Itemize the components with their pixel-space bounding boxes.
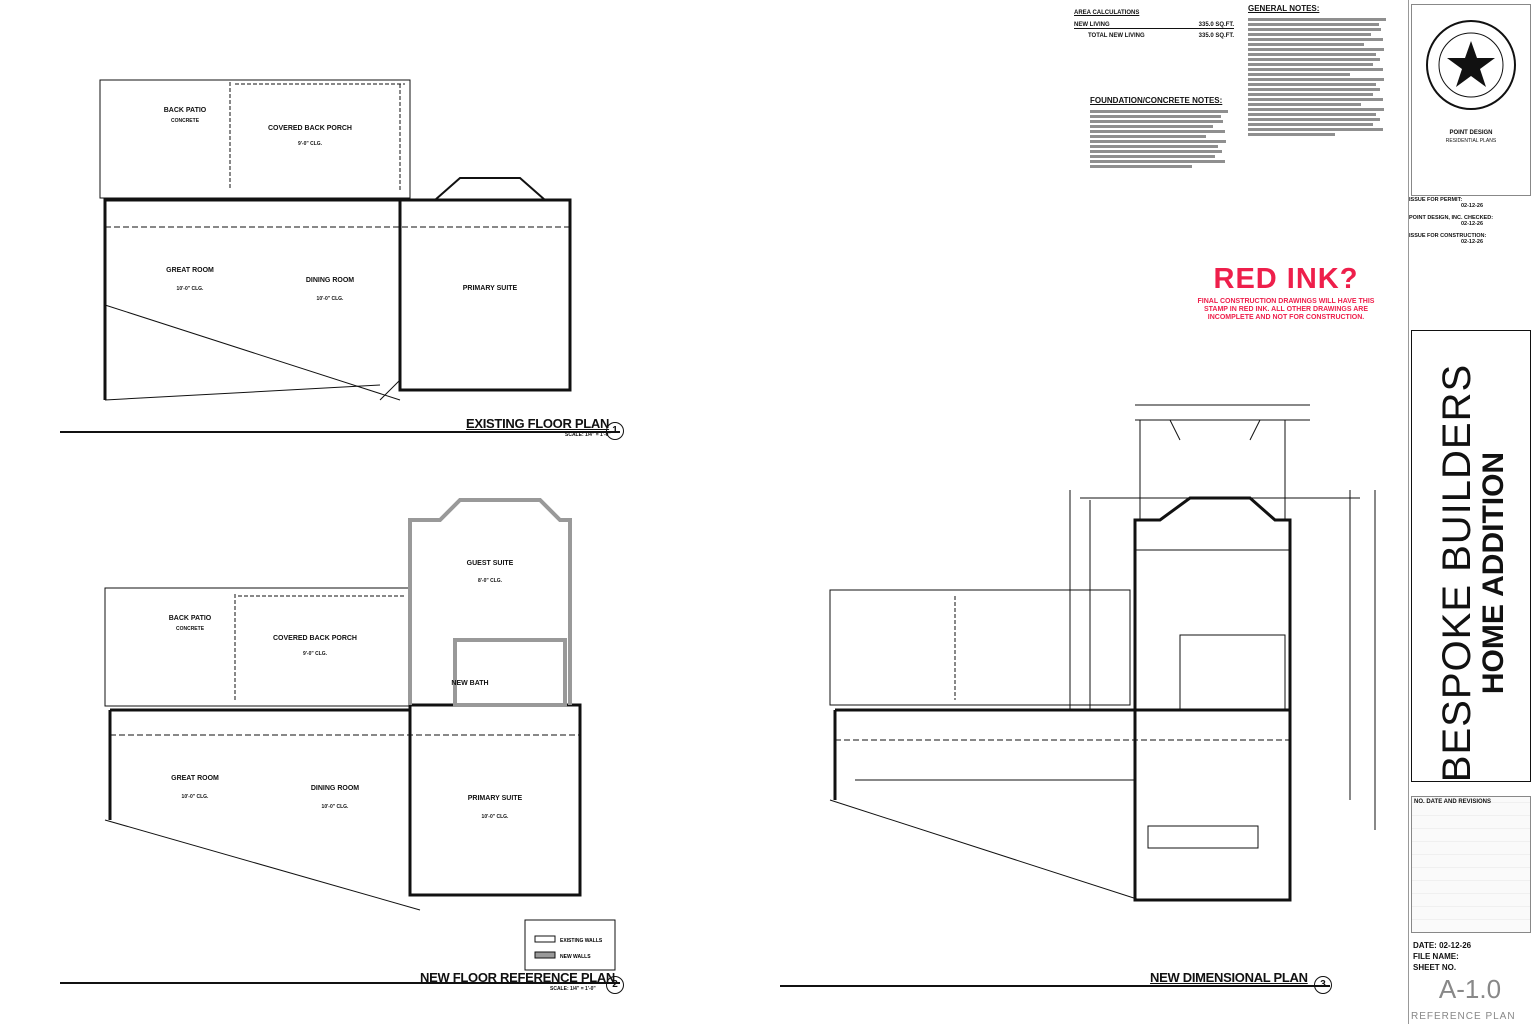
foundation-notes-title: FOUNDATION/CONCRETE NOTES: (1090, 96, 1223, 105)
file-name-label: FILE NAME: (1413, 952, 1459, 961)
date-value: 02-12-26 (1439, 941, 1472, 950)
area-calc-row: NEW LIVING 335.0 SQ.FT. (1074, 22, 1234, 29)
plan-title-dimensional: NEW DIMENSIONAL PLAN (1150, 970, 1308, 985)
project-title: BESPOKE BUILDERS HOME ADDITION (1435, 348, 1510, 798)
new-room-patio-concrete: CONCRETE (176, 626, 205, 632)
area-calc-label: TOTAL NEW LIVING (1088, 33, 1145, 39)
issue-for-permit-label: ISSUE FOR PERMIT: (1409, 197, 1463, 203)
area-calc-value: 335.0 SQ.FT. (1198, 22, 1234, 28)
area-calc-value: 335.0 SQ.FT. (1198, 33, 1234, 39)
existing-floor-plan: BACK PATIO CONCRETE COVERED BACK PORCH 9… (60, 79, 620, 433)
general-notes-title: GENERAL NOTES: (1248, 4, 1320, 13)
room-new-bath: NEW BATH (451, 680, 488, 687)
company-name: BESPOKE BUILDERS (1435, 363, 1479, 783)
area-calc-title: AREA CALCULATIONS (1074, 10, 1140, 16)
issue-for-construction-date: 02-12-26 (1460, 239, 1484, 245)
plan-scale-new-reference: SCALE: 1/4" = 1'-0" (550, 986, 596, 992)
logo-box: POINT DESIGN RESIDENTIAL PLANS (1411, 4, 1531, 196)
room-primary-suite: PRIMARY SUITE (463, 285, 518, 292)
title-block: POINT DESIGN RESIDENTIAL PLANS ISSUE FOR… (1408, 0, 1536, 1024)
new-room-primary-suite: PRIMARY SUITE (468, 795, 523, 802)
legend-existing-walls: EXISTING WALLS (560, 938, 603, 944)
plan-number-new-reference: 2 (606, 976, 624, 994)
new-room-great-room-ceiling: 10'-0" CLG. (182, 794, 210, 800)
room-covered-porch: COVERED BACK PORCH (268, 125, 352, 132)
plan-title-new-reference: NEW FLOOR REFERENCE PLAN (420, 970, 616, 985)
area-calculations: AREA CALCULATIONS NEW LIVING 335.0 SQ.FT… (1074, 10, 1234, 39)
foundation-notes: FOUNDATION/CONCRETE NOTES: (1090, 96, 1235, 170)
revisions-box: NO. DATE AND REVISIONS (1411, 796, 1531, 933)
new-room-dining-room: DINING ROOM (311, 785, 359, 792)
new-room-porch-ceiling: 9'-0" CLG. (303, 651, 328, 657)
sheet-no-label: SHEET NO. (1413, 963, 1457, 972)
project-title-box: BESPOKE BUILDERS HOME ADDITION (1411, 330, 1531, 782)
logo-text-top: POINT DESIGN (1449, 130, 1493, 136)
room-great-room: GREAT ROOM (166, 267, 214, 274)
area-calc-label: NEW LIVING (1074, 22, 1110, 28)
new-dimensional-plan (780, 404, 1376, 987)
room-patio-concrete: CONCRETE (171, 118, 200, 124)
new-room-covered-porch: COVERED BACK PORCH (273, 635, 357, 642)
room-guest-suite: GUEST SUITE (467, 560, 514, 567)
red-ink-body: FINAL CONSTRUCTION DRAWINGS WILL HAVE TH… (1197, 298, 1375, 321)
plan-title-existing: EXISTING FLOOR PLAN (466, 416, 610, 431)
sheet-number: A-1.0 (1438, 974, 1502, 1004)
point-design-logo (1426, 20, 1516, 110)
new-room-great-room: GREAT ROOM (171, 775, 219, 782)
red-ink-title: RED INK? (1213, 263, 1359, 295)
plan-number-dimensional: 3 (1314, 976, 1332, 994)
logo-text-bottom: RESIDENTIAL PLANS (1445, 138, 1497, 144)
area-calc-row: TOTAL NEW LIVING 335.0 SQ.FT. (1074, 33, 1234, 39)
new-room-dining-ceiling: 10'-0" CLG. (322, 804, 350, 810)
issue-for-permit-date: 02-12-26 (1460, 203, 1484, 209)
date-label: DATE: (1413, 941, 1437, 950)
room-dining-room: DINING ROOM (306, 277, 354, 284)
new-room-back-patio: BACK PATIO (169, 615, 212, 622)
room-dining-ceiling: 10'-0" CLG. (317, 296, 345, 302)
new-room-primary-ceiling: 10'-0" CLG. (482, 814, 510, 820)
room-great-room-ceiling: 10'-0" CLG. (177, 286, 205, 292)
point-design-checked-date: 02-12-26 (1460, 221, 1484, 227)
room-back-patio: BACK PATIO (164, 107, 207, 114)
revisions-label: NO. DATE AND REVISIONS (1414, 799, 1492, 805)
new-reference-plan: BACK PATIO CONCRETE COVERED BACK PORCH 9… (60, 498, 620, 984)
general-notes: GENERAL NOTES: (1248, 4, 1393, 138)
sheet-title: REFERENCE PLAN (1411, 1011, 1516, 1022)
issue-for-construction-label: ISSUE FOR CONSTRUCTION: (1409, 233, 1487, 239)
room-guest-suite-ceiling: 8'-0" CLG. (478, 578, 503, 584)
plan-number-existing: 1 (606, 422, 624, 440)
legend-new-walls: NEW WALLS (560, 954, 591, 960)
sheet-info: DATE: 02-12-26 FILE NAME: SHEET NO. (1413, 940, 1471, 973)
issue-dates: ISSUE FOR PERMIT: 02-12-26 POINT DESIGN,… (1409, 197, 1535, 245)
room-porch-ceiling: 9'-0" CLG. (298, 141, 323, 147)
point-design-checked-label: POINT DESIGN, INC. CHECKED: (1409, 215, 1494, 221)
plan-scale-existing: SCALE: 1/4" = 1'-0" (565, 432, 611, 438)
project-name: HOME ADDITION (1477, 451, 1510, 695)
red-ink-stamp: RED INK? FINAL CONSTRUCTION DRAWINGS WIL… (1196, 264, 1376, 322)
